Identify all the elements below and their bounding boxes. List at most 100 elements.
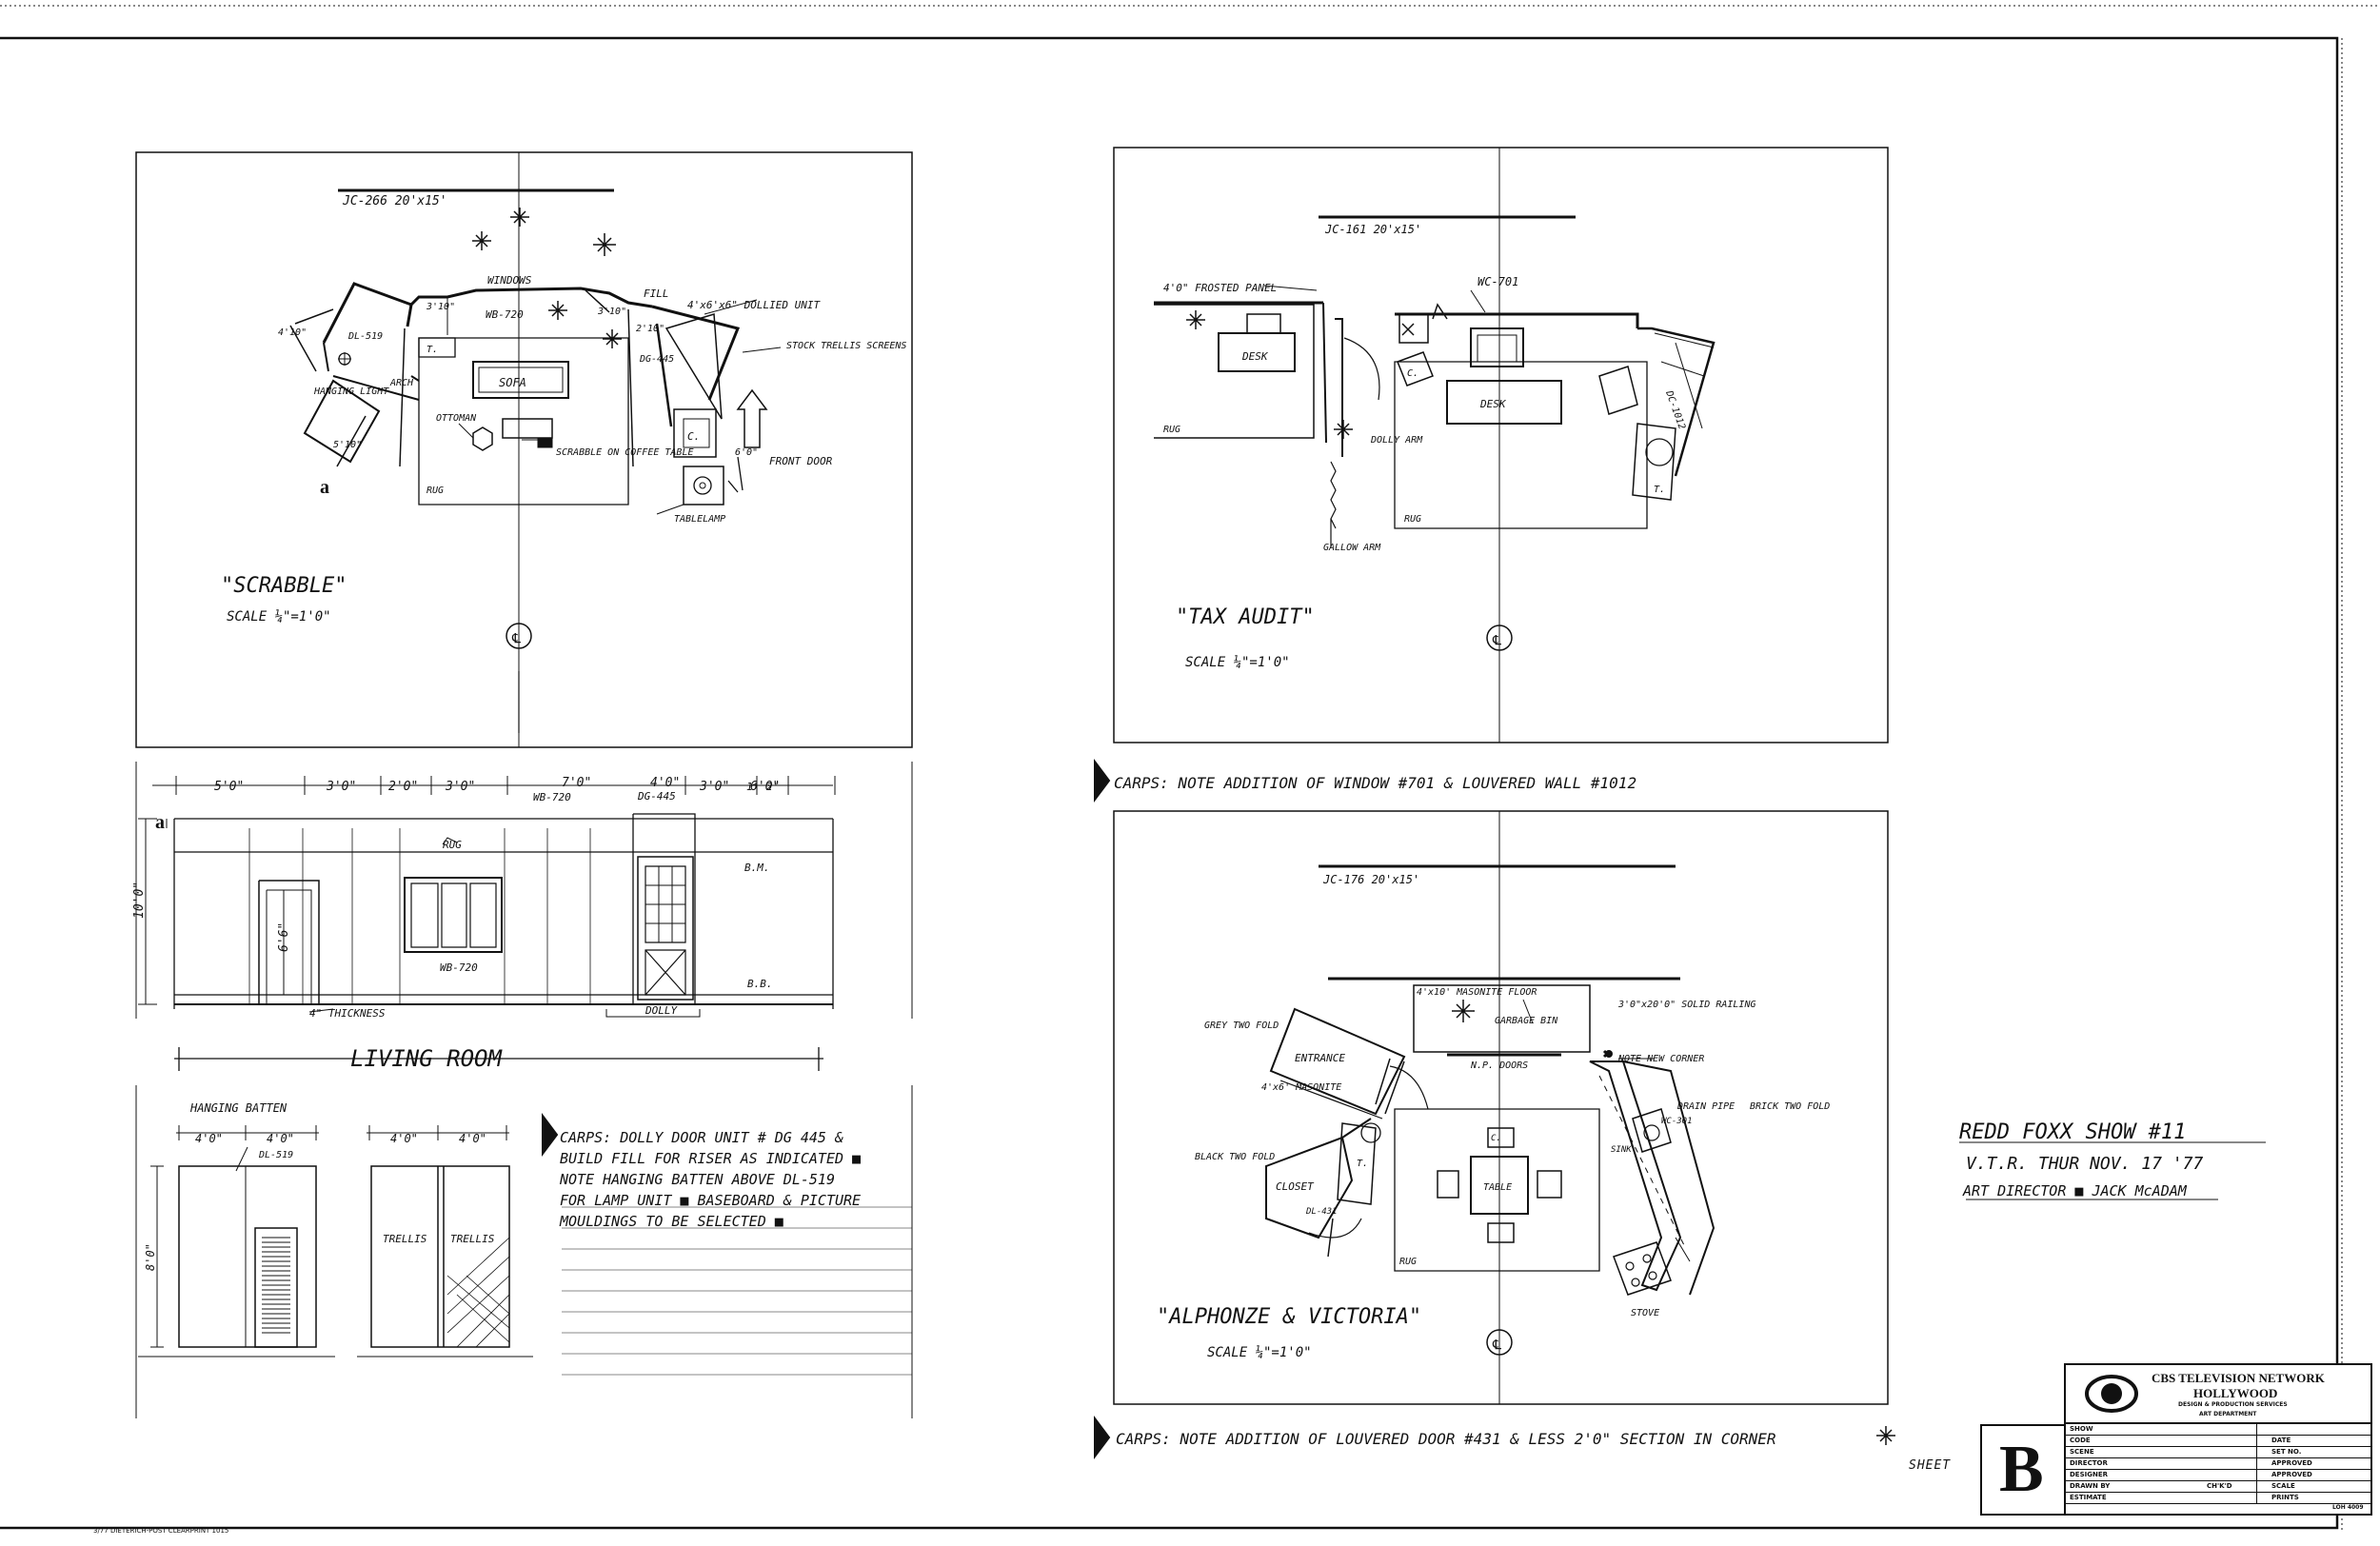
details-labels: HANGING BATTEN 4'0" 4'0" DL-519 8'0" 4'0… bbox=[144, 1101, 861, 1271]
unit-label: JC-176 20'x15' bbox=[1322, 873, 1419, 886]
label: 4'x6'x6" DOLLIED UNIT bbox=[687, 299, 821, 311]
dim-label: 2'0" bbox=[388, 780, 418, 794]
label: WC-701 bbox=[1478, 275, 1518, 288]
dim-label: 7'0" bbox=[562, 776, 591, 790]
label: DRAIN PIPE bbox=[1676, 1101, 1735, 1112]
plan-scrabble: ℄ bbox=[135, 151, 913, 748]
label: GARBAGE BIN bbox=[1495, 1016, 1558, 1026]
sheet-border bbox=[0, 5, 2380, 1533]
label: GALLOW ARM bbox=[1323, 543, 1381, 553]
label: TRELLIS bbox=[383, 1233, 427, 1245]
dim-label: 4'0" bbox=[650, 776, 680, 790]
field-label: DESIGNER bbox=[2070, 1471, 2109, 1478]
label: TRELLIS bbox=[450, 1233, 495, 1245]
field-label: CODE bbox=[2070, 1437, 2091, 1444]
plan-scale: SCALE ¼"=1'0" bbox=[1185, 655, 1290, 670]
plan-title: "SCRABBLE" bbox=[221, 574, 347, 598]
label: RUG bbox=[1404, 514, 1421, 525]
dim-label: 4'0" bbox=[459, 1132, 486, 1145]
label: N.P. DOORS bbox=[1470, 1060, 1528, 1071]
label: FRONT DOOR bbox=[769, 455, 833, 467]
show-date: V.T.R. THUR NOV. 17 '77 bbox=[1966, 1154, 2203, 1174]
note-text: CARPS: NOTE ADDITION OF LOUVERED DOOR #4… bbox=[1116, 1430, 1776, 1448]
field-label: SET NO. bbox=[2271, 1448, 2302, 1456]
label: RUG bbox=[1399, 1257, 1417, 1267]
dim-label: 4'0" bbox=[390, 1132, 418, 1145]
label: 3'0"x20'0" SOLID RAILING bbox=[1617, 1000, 1756, 1010]
sheet-letter-box: B bbox=[1980, 1424, 2064, 1516]
label: 4'0" FROSTED PANEL bbox=[1163, 282, 1277, 294]
label: 4'10" bbox=[278, 327, 307, 338]
elevation-living-room bbox=[135, 762, 913, 1071]
label: 4'x10' MASONITE FLOOR bbox=[1417, 987, 1537, 998]
label: 4" THICKNESS bbox=[309, 1007, 386, 1020]
plan-alphonze-labels: JC-176 20'x15' 4'x10' MASONITE FLOOR GAR… bbox=[1157, 873, 1830, 1360]
dim-label: 3'0" bbox=[699, 780, 729, 794]
org-subdept: ART DEPARTMENT bbox=[2199, 1411, 2257, 1417]
unit-label: JC-161 20'x15' bbox=[1324, 223, 1421, 236]
cbs-eye-logo-icon bbox=[2085, 1375, 2138, 1413]
dim-label: 10'0" bbox=[132, 882, 147, 919]
details-batten-trellis bbox=[135, 1085, 913, 1418]
label: DOLLY bbox=[645, 1004, 678, 1017]
carps-note-louvered: CARPS: NOTE ADDITION OF LOUVERED DOOR #4… bbox=[1094, 1416, 1895, 1459]
dim-label: 8'0" bbox=[144, 1243, 157, 1271]
label: 4'x6' MASONITE bbox=[1261, 1082, 1341, 1093]
note-text: NOTE HANGING BATTEN ABOVE DL-519 bbox=[559, 1171, 835, 1188]
label: TABLE bbox=[1483, 1182, 1512, 1193]
show-name: REDD FOXX SHOW #11 bbox=[1959, 1120, 2186, 1144]
label: 6'0" bbox=[735, 447, 758, 458]
title-row-show: SHOW bbox=[2066, 1424, 2370, 1436]
plan-tax-audit: ℄ bbox=[1113, 147, 1889, 743]
label: WB-720 bbox=[440, 961, 478, 974]
label: C. bbox=[1407, 368, 1418, 379]
dim-label: 4'0" bbox=[195, 1132, 223, 1145]
label: HANGING BATTEN bbox=[189, 1101, 288, 1115]
label: DESK bbox=[1479, 398, 1507, 410]
carps-note-window: CARPS: NOTE ADDITION OF WINDOW #701 & LO… bbox=[1094, 759, 1636, 803]
label: T. bbox=[426, 345, 438, 355]
svg-text:℄: ℄ bbox=[511, 631, 521, 646]
label: GREY TWO FOLD bbox=[1204, 1021, 1279, 1031]
label: C. bbox=[687, 430, 700, 443]
dim-label: DG-445 bbox=[637, 790, 676, 803]
field-label: SCALE bbox=[2271, 1482, 2295, 1490]
label: TABLELAMP bbox=[674, 514, 725, 525]
label: WINDOWS bbox=[487, 274, 532, 287]
svg-text:℄: ℄ bbox=[1492, 633, 1501, 648]
plan-alphonze: ℄ bbox=[1113, 810, 1889, 1405]
label: 2'10" bbox=[636, 324, 664, 334]
field-label: SCENE bbox=[2070, 1448, 2094, 1456]
label: DL-519 bbox=[258, 1150, 293, 1160]
org-city: HOLLYWOOD bbox=[2193, 1386, 2278, 1400]
dim-label: 1' bbox=[746, 781, 759, 793]
label: BLACK TWO FOLD bbox=[1195, 1152, 1275, 1162]
field-label: DIRECTOR bbox=[2070, 1459, 2108, 1467]
label: 3'10" bbox=[426, 302, 455, 312]
elevation-labels: 5'0" 3'0" 2'0" 3'0" 7'0" WB-720 3'0" 1' … bbox=[132, 776, 780, 1072]
dim-label: 3'0" bbox=[445, 780, 475, 794]
dim-label: 6'0" bbox=[750, 780, 780, 794]
label: 5'10" bbox=[333, 440, 362, 450]
label: RUG bbox=[426, 486, 444, 496]
label: C. bbox=[1491, 1134, 1501, 1143]
label: DOLLY ARM bbox=[1370, 435, 1423, 446]
title-block-divider bbox=[2256, 1424, 2258, 1504]
label: B.M. bbox=[744, 862, 770, 874]
plan-scale: SCALE ¼"=1'0" bbox=[227, 609, 331, 624]
note-text: CARPS: NOTE ADDITION OF WINDOW #701 & LO… bbox=[1114, 774, 1636, 792]
label: OTTOMAN bbox=[436, 413, 477, 424]
title-row-scene: SCENE SET NO. bbox=[2066, 1447, 2370, 1458]
label: STOCK TRELLIS SCREENS bbox=[786, 341, 906, 351]
dim-label: WB-720 bbox=[533, 791, 571, 803]
sheet-letter: B bbox=[1999, 1433, 2044, 1506]
label: ARCH bbox=[389, 378, 414, 388]
label: DL-519 bbox=[347, 331, 383, 342]
label: SINK bbox=[1611, 1145, 1632, 1155]
label: DESK bbox=[1241, 350, 1269, 363]
label: SCRABBLE ON COFFEE TABLE bbox=[556, 447, 694, 458]
